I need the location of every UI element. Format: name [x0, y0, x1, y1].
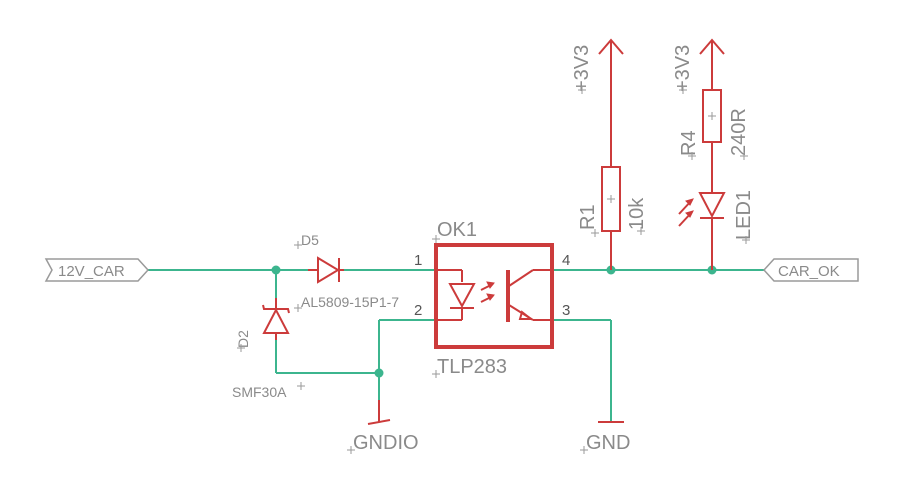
led-led1[interactable]: LED1	[678, 190, 755, 270]
ok1-collector	[508, 269, 534, 287]
resistor-r1[interactable]: +3V3 R1 10k	[571, 38, 648, 270]
gnd-label: GND	[586, 432, 630, 454]
d2-value: SMF30A	[232, 384, 287, 400]
ok1-pin4-label: 4	[562, 252, 570, 269]
ok1-pin1-label: 1	[414, 252, 422, 269]
led1-triangle	[698, 192, 726, 219]
r1-ref: R1	[577, 204, 599, 230]
wires	[148, 269, 764, 422]
r1-value: 10k	[626, 197, 648, 230]
optocoupler-ok1[interactable]: 1 2 3 4 OK1 TLP283	[414, 219, 570, 378]
port-12v-car-shape	[44, 258, 150, 282]
d5-value: AL5809-15P1-7	[301, 294, 399, 310]
ok1-body	[434, 243, 554, 349]
ok1-emitter-arrow	[518, 310, 534, 320]
junction-input	[271, 265, 281, 275]
ok1-pin2-label: 2	[414, 302, 422, 319]
ok1-value: TLP283	[437, 356, 507, 378]
diode-d2[interactable]: D2 SMF30A	[232, 298, 305, 400]
d5-ref: D5	[301, 232, 319, 248]
r1-supply-arrow	[598, 38, 624, 55]
led1-ref: LED1	[733, 190, 755, 240]
r4-supply-arrow	[699, 38, 725, 55]
gndio-label: GNDIO	[353, 432, 419, 454]
d2-ref: D2	[235, 330, 251, 348]
d5-triangle	[317, 256, 340, 284]
r4-value: 240R	[728, 108, 750, 156]
port-car-ok-shape	[762, 258, 859, 282]
led1-emit-arrow-1-head	[685, 210, 694, 218]
d2-triangle	[262, 307, 290, 334]
diode-d5[interactable]: D5 AL5809-15P1-7	[294, 232, 399, 312]
ok1-ref: OK1	[437, 219, 477, 241]
r1-supply-label: +3V3	[571, 45, 593, 92]
ok1-pin3-label: 3	[562, 302, 570, 319]
led1-emit-arrow-2-head	[685, 198, 694, 206]
ok1-light-arrow-2-head	[486, 293, 495, 301]
r4-ref: R4	[678, 130, 700, 156]
ground-gndio[interactable]: GNDIO	[347, 400, 419, 454]
port-car-ok[interactable]: CAR_OK	[762, 258, 859, 282]
port-12v-car-label: 12V_CAR	[58, 263, 125, 280]
gndio-bar	[367, 419, 391, 425]
junction-gndio	[374, 368, 384, 378]
ok1-led-triangle	[448, 283, 476, 309]
ground-gnd[interactable]: GND	[580, 421, 630, 454]
r4-supply-label: +3V3	[672, 45, 694, 92]
ok1-light-arrow-1-head	[486, 281, 495, 289]
port-12v-car[interactable]: 12V_CAR	[44, 258, 150, 282]
resistor-r4[interactable]: +3V3 R4 240R	[672, 38, 750, 193]
port-car-ok-label: CAR_OK	[778, 263, 840, 280]
